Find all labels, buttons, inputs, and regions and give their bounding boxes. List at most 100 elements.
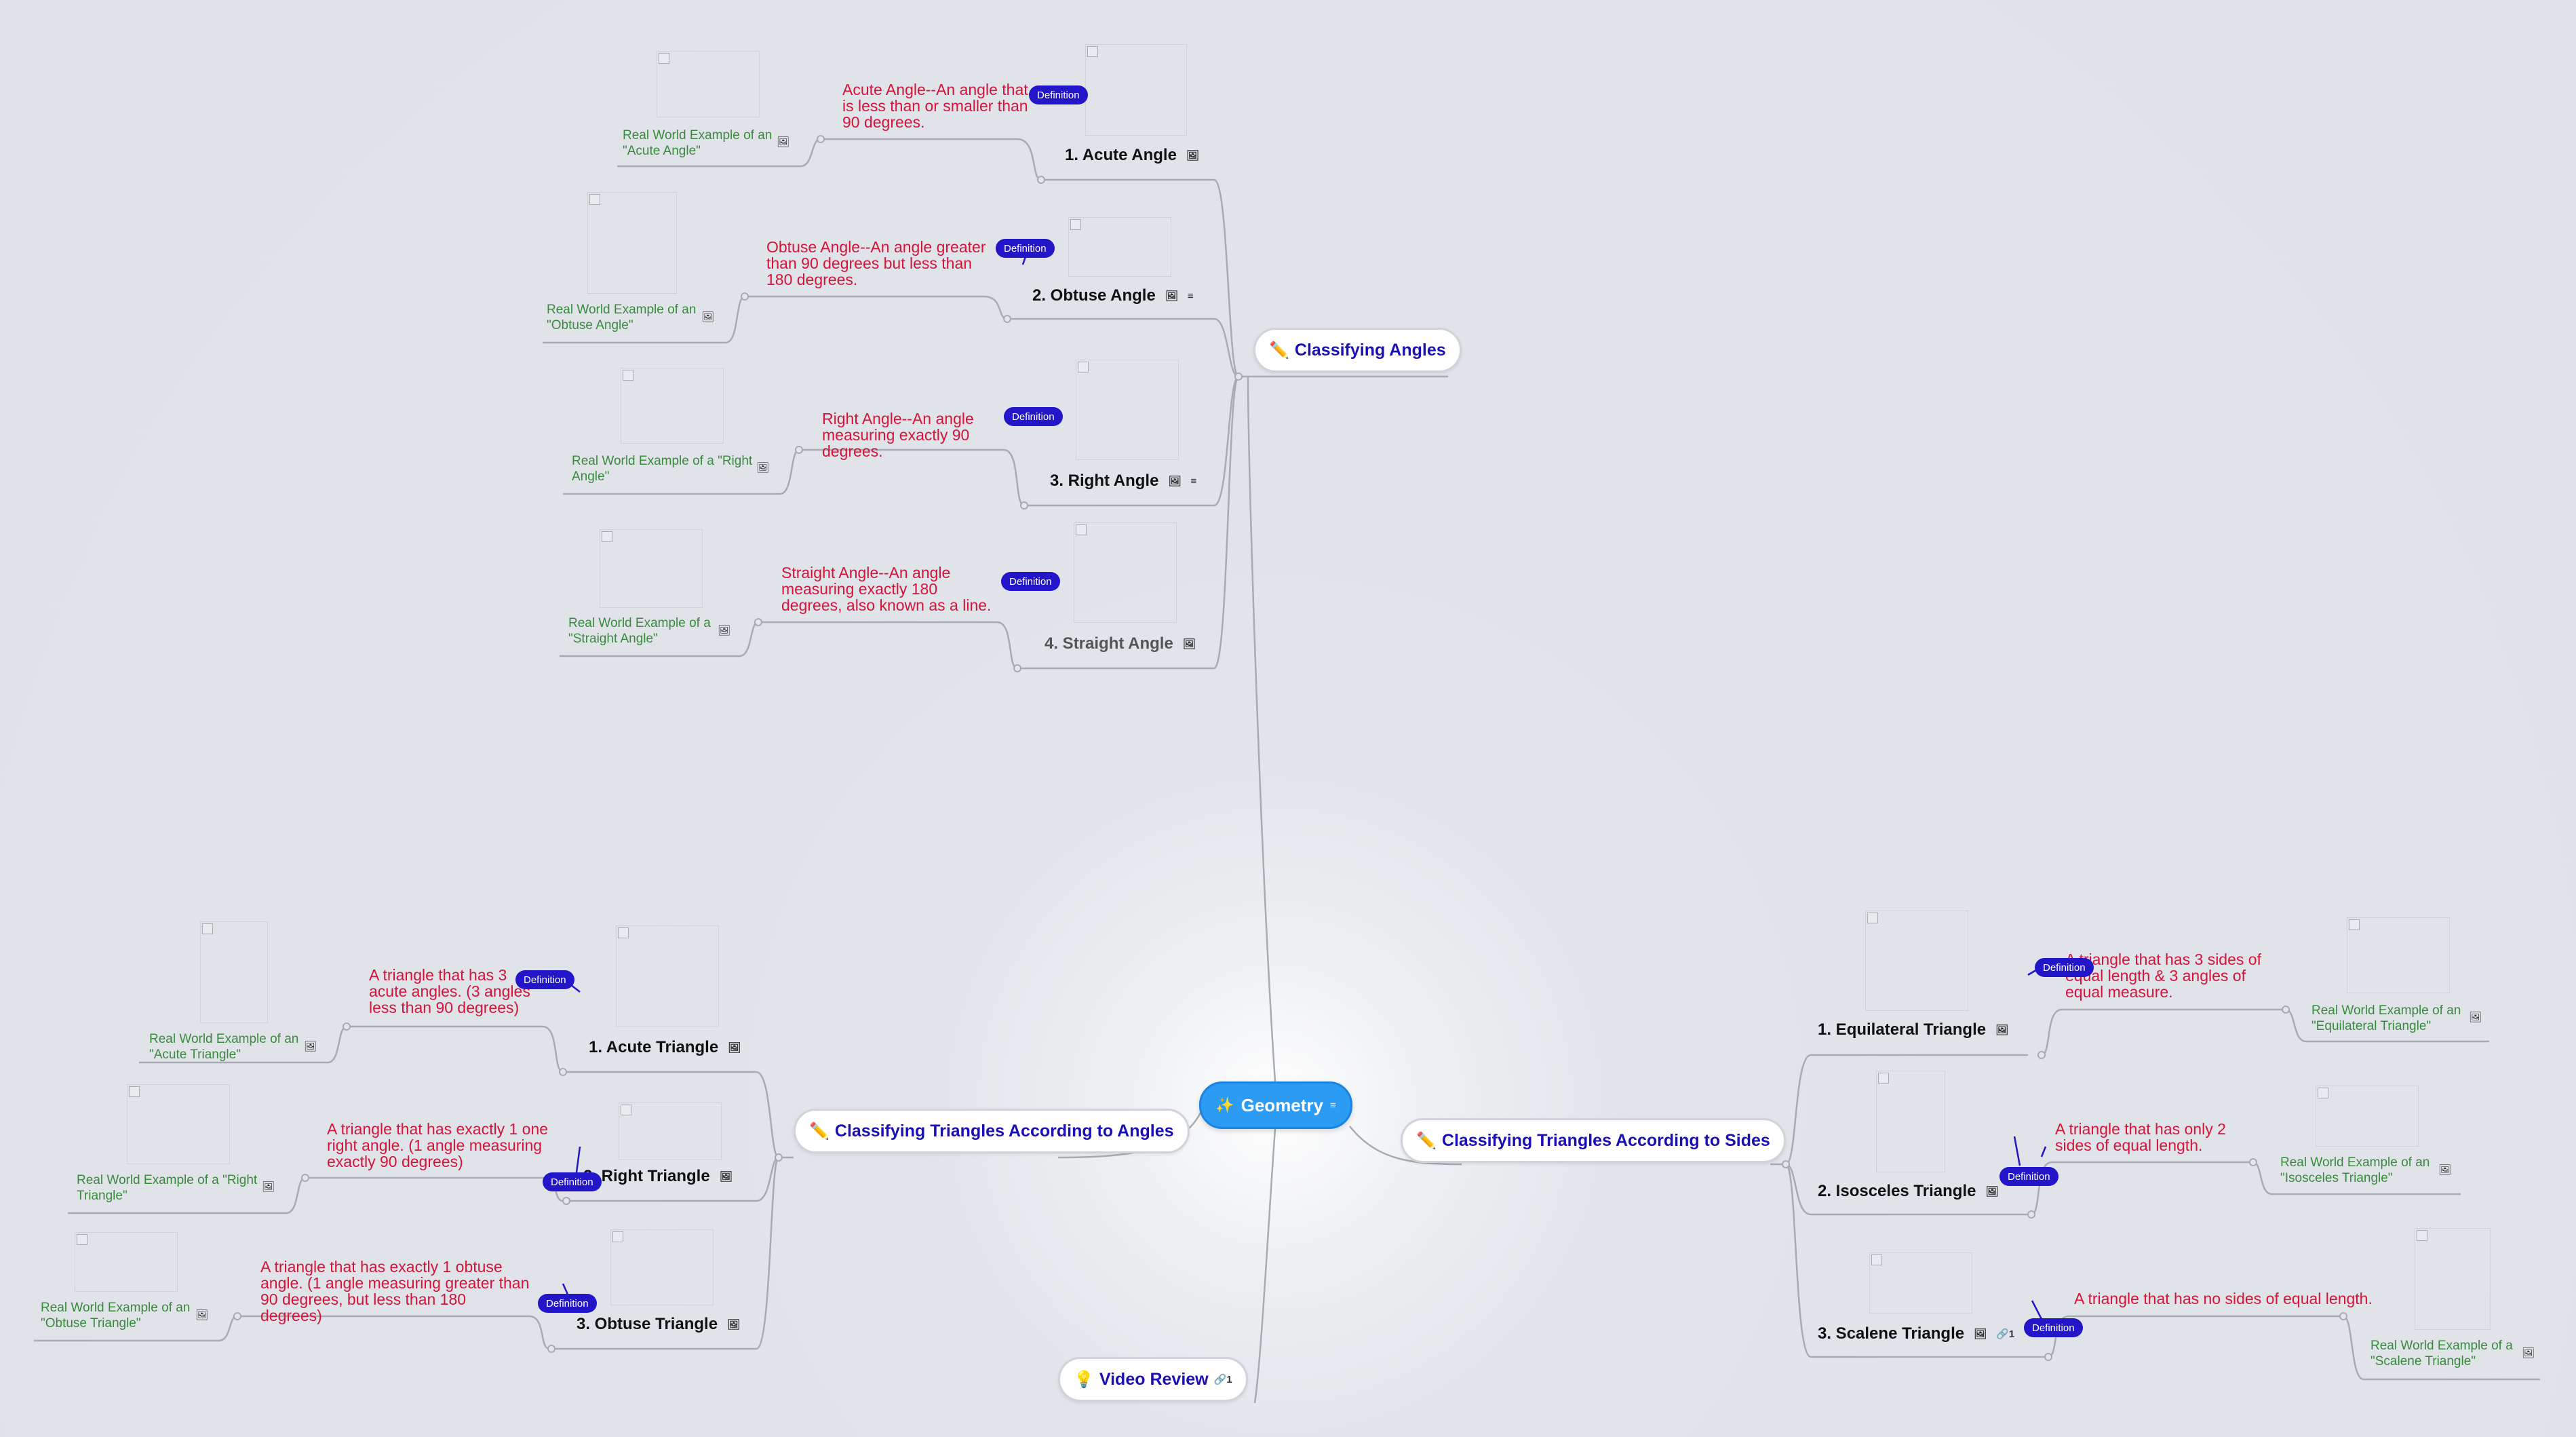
- image-icon: 🖼: [2438, 1164, 2452, 1176]
- central-topic-label: Geometry: [1241, 1094, 1324, 1115]
- notes-icon: ≡: [1190, 475, 1197, 487]
- subtopic-obtuse-triangle[interactable]: 3. Obtuse Triangle 🖼: [577, 1315, 740, 1334]
- pencil-icon: ✏️: [1269, 341, 1289, 360]
- subtopic-obtuse-angle[interactable]: 2. Obtuse Angle 🖼 ≡: [1032, 286, 1194, 305]
- image-icon: 🖼: [756, 462, 770, 474]
- subtopic-right-angle[interactable]: 3. Right Angle 🖼 ≡: [1050, 472, 1196, 491]
- right-angle-image[interactable]: [1076, 360, 1179, 460]
- straight-angle-example-image[interactable]: [600, 529, 703, 608]
- definition-badge[interactable]: Definition: [1029, 85, 1088, 104]
- image-icon: 🖼: [2469, 1012, 2482, 1023]
- acute-triangle-image[interactable]: [616, 925, 719, 1027]
- right-triangle-example-image[interactable]: [127, 1084, 230, 1164]
- subtopic-acute-triangle[interactable]: 1. Acute Triangle 🖼: [589, 1038, 741, 1057]
- example-label: Real World Example of an "Acute Angle": [623, 128, 773, 158]
- subtopic-label: 4. Straight Angle: [1045, 634, 1173, 653]
- acute-triangle-example[interactable]: Real World Example of an "Acute Triangle…: [149, 1031, 302, 1062]
- notes-icon: ≡: [1330, 1099, 1336, 1111]
- right-triangle-example[interactable]: Real World Example of a "Right Triangle": [77, 1172, 260, 1204]
- definition-badge[interactable]: Definition: [515, 970, 574, 989]
- obtuse-triangle-image[interactable]: [610, 1229, 714, 1305]
- equilateral-triangle-example-image[interactable]: [2347, 917, 2450, 993]
- right-angle-example-image[interactable]: [621, 368, 724, 444]
- topic-label: Video Review: [1099, 1369, 1209, 1389]
- subtopic-label: 2. Right Triangle: [583, 1167, 710, 1185]
- obtuse-angle-example[interactable]: Real World Example of an "Obtuse Angle": [547, 302, 709, 333]
- link-glyph: 🔗: [1996, 1328, 2009, 1340]
- notes-icon: ≡: [1187, 290, 1194, 302]
- scalene-triangle-definition[interactable]: A triangle that has no sides of equal le…: [2074, 1290, 2373, 1307]
- central-topic-geometry[interactable]: ✨ Geometry ≡: [1199, 1081, 1352, 1129]
- link-icon[interactable]: 🔗1: [1214, 1373, 1232, 1385]
- isosceles-triangle-image[interactable]: [1876, 1071, 1945, 1172]
- example-label: Real World Example of an "Obtuse Angle": [547, 303, 697, 332]
- subtopic-right-triangle[interactable]: 2. Right Triangle 🖼: [583, 1167, 733, 1186]
- obtuse-angle-image[interactable]: [1068, 217, 1171, 277]
- subtopic-label: 2. Isosceles Triangle: [1818, 1182, 1976, 1200]
- topic-classifying-triangles-sides[interactable]: ✏️ Classifying Triangles According to Si…: [1401, 1118, 1786, 1163]
- straight-angle-definition[interactable]: Straight Angle--An angle measuring exact…: [781, 564, 992, 614]
- obtuse-angle-example-image[interactable]: [587, 192, 677, 294]
- straight-angle-example[interactable]: Real World Example of a "Straight Angle": [568, 615, 718, 647]
- obtuse-triangle-example[interactable]: Real World Example of an "Obtuse Triangl…: [41, 1300, 197, 1331]
- equilateral-triangle-image[interactable]: [1865, 911, 1968, 1011]
- scalene-triangle-image[interactable]: [1869, 1252, 1972, 1314]
- link-icon[interactable]: 🔗1: [1996, 1328, 2014, 1340]
- subtopic-scalene-triangle[interactable]: 3. Scalene Triangle 🖼 🔗1: [1818, 1324, 2014, 1343]
- subtopic-label: 3. Scalene Triangle: [1818, 1324, 1965, 1343]
- example-label: Real World Example of a "Scalene Triangl…: [2370, 1339, 2513, 1368]
- obtuse-triangle-definition[interactable]: A triangle that has exactly 1 obtuse ang…: [260, 1258, 530, 1324]
- image-icon: 🖼: [701, 311, 715, 323]
- subtopic-isosceles-triangle[interactable]: 2. Isosceles Triangle 🖼: [1818, 1182, 1999, 1201]
- scalene-triangle-example[interactable]: Real World Example of a "Scalene Triangl…: [2370, 1338, 2520, 1369]
- acute-angle-image[interactable]: [1085, 44, 1187, 136]
- example-label: Real World Example of a "Right Triangle": [77, 1173, 258, 1203]
- topic-classifying-angles[interactable]: ✏️ Classifying Angles: [1253, 328, 1462, 372]
- subtopic-straight-angle[interactable]: 4. Straight Angle 🖼: [1045, 634, 1196, 653]
- definition-badge[interactable]: Definition: [1004, 407, 1063, 426]
- isosceles-triangle-definition[interactable]: A triangle that has only 2 sides of equa…: [2055, 1120, 2226, 1154]
- isosceles-triangle-example[interactable]: Real World Example of an "Isosceles Tria…: [2280, 1155, 2436, 1186]
- obtuse-triangle-example-image[interactable]: [75, 1232, 178, 1292]
- acute-triangle-definition[interactable]: A triangle that has 3 acute angles. (3 a…: [369, 966, 530, 1016]
- definition-badge[interactable]: Definition: [1001, 572, 1060, 591]
- right-triangle-image[interactable]: [619, 1103, 722, 1160]
- definition-badge[interactable]: Definition: [1999, 1167, 2058, 1186]
- isosceles-triangle-example-image[interactable]: [2316, 1086, 2419, 1147]
- scalene-triangle-example-image[interactable]: [2415, 1228, 2491, 1330]
- acute-angle-example-image[interactable]: [657, 51, 760, 117]
- straight-angle-image[interactable]: [1074, 522, 1177, 623]
- definition-badge[interactable]: Definition: [538, 1294, 597, 1313]
- acute-triangle-example-image[interactable]: [200, 921, 268, 1023]
- right-triangle-definition[interactable]: A triangle that has exactly 1 one right …: [327, 1120, 549, 1170]
- topic-video-review[interactable]: 💡 Video Review 🔗1: [1058, 1357, 1248, 1402]
- right-angle-definition[interactable]: Right Angle--An angle measuring exactly …: [822, 410, 974, 460]
- sparkle-icon: ✨: [1215, 1096, 1234, 1113]
- right-angle-example[interactable]: Real World Example of a "Right Angle": [572, 453, 755, 484]
- acute-angle-definition[interactable]: Acute Angle--An angle that is less than …: [842, 81, 1028, 131]
- obtuse-angle-definition[interactable]: Obtuse Angle--An angle greater than 90 d…: [766, 238, 986, 288]
- definition-badge[interactable]: Definition: [996, 239, 1055, 258]
- example-label: Real World Example of an "Obtuse Triangl…: [41, 1301, 191, 1330]
- image-icon: 🖼: [1985, 1186, 1999, 1198]
- image-icon: 🖼: [1186, 150, 1199, 161]
- acute-angle-example[interactable]: Real World Example of an "Acute Angle": [623, 128, 775, 159]
- link-glyph: 🔗: [1213, 1374, 1227, 1385]
- equilateral-triangle-example[interactable]: Real World Example of an "Equilateral Tr…: [2311, 1003, 2467, 1034]
- equilateral-triangle-definition[interactable]: A triangle that has 3 sides of equal len…: [2065, 951, 2261, 1001]
- image-icon: 🖼: [2522, 1347, 2535, 1359]
- link-count: 1: [2008, 1328, 2015, 1340]
- topic-label: Classifying Angles: [1294, 340, 1446, 360]
- image-icon: 🖼: [262, 1181, 275, 1193]
- subtopic-equilateral-triangle[interactable]: 1. Equilateral Triangle 🖼: [1818, 1020, 2008, 1039]
- image-icon: 🖼: [718, 625, 731, 636]
- subtopic-label: 1. Acute Angle: [1065, 146, 1177, 164]
- subtopic-acute-angle[interactable]: 1. Acute Angle 🖼: [1065, 146, 1199, 165]
- topic-classifying-triangles-angles[interactable]: ✏️ Classifying Triangles According to An…: [794, 1109, 1190, 1153]
- image-icon: 🖼: [1165, 290, 1178, 302]
- definition-badge[interactable]: Definition: [2035, 958, 2094, 977]
- subtopic-label: 3. Obtuse Triangle: [577, 1315, 718, 1333]
- image-icon: 🖼: [728, 1042, 741, 1054]
- definition-badge[interactable]: Definition: [2024, 1318, 2083, 1337]
- definition-badge[interactable]: Definition: [543, 1172, 602, 1191]
